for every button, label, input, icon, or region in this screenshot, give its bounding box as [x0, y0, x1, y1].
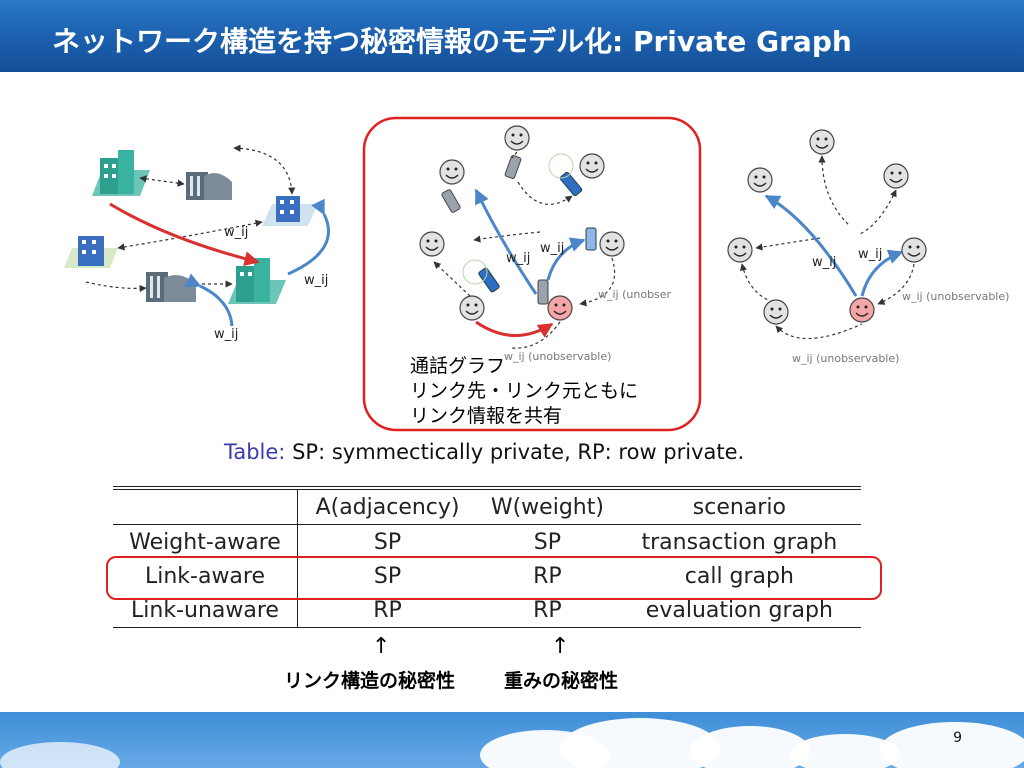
footer-sky: [0, 712, 1024, 768]
right-figure: w_ij w_ij w_ij (unobservable) w_ij (unob…: [727, 129, 1009, 365]
edge-weight-label: w_ij: [224, 225, 248, 240]
title-bar: ネットワーク構造を持つ秘密情報のモデル化: Private Graph: [0, 0, 1024, 72]
smiley-icon: [763, 299, 789, 325]
link-structure-privacy-label: リンク構造の秘密性: [284, 670, 456, 692]
phone-icon: [478, 267, 500, 293]
table-row: Link-unaware RP RP evaluation graph: [113, 593, 861, 628]
unobservable-label: w_ij (unobservable): [792, 352, 899, 365]
smiley-icon: [439, 159, 465, 185]
smiley-icon: [849, 297, 875, 323]
slide-title: ネットワーク構造を持つ秘密情報のモデル化: Private Graph: [52, 25, 852, 58]
smiley-icon: [883, 163, 909, 189]
unobservable-label: w_ij (unobser: [598, 288, 672, 301]
table-cell: RP: [533, 597, 562, 623]
smiley-icon: [419, 231, 445, 257]
page-number: 9: [953, 730, 962, 746]
table-header-row: A(adjacency) W(weight) scenario: [113, 488, 861, 525]
smiley-icon: [599, 231, 625, 257]
table-cell: RP: [533, 563, 562, 589]
phone-icon: [585, 227, 597, 251]
building-icon: [64, 236, 118, 268]
edge-weight-label: w_ij: [214, 327, 238, 342]
middle-figure: w_ij w_ij w_ij (unobser w_ij (unobservab…: [362, 116, 702, 432]
smiley-icon: [504, 125, 530, 151]
callout-line: リンク情報を共有: [410, 405, 563, 427]
up-arrow-icon: ↑: [372, 634, 391, 659]
table-cell: RP: [373, 597, 402, 623]
up-arrow-icon: ↑: [551, 634, 570, 659]
edge-weight-label: w_ij: [540, 241, 564, 256]
edge-weight-label: w_ij: [812, 255, 836, 270]
smiley-icon: [901, 237, 927, 263]
phone-icon: [504, 155, 522, 179]
building-icon: [92, 150, 150, 196]
table-cell: SP: [373, 563, 402, 589]
table-cell: transaction graph: [641, 529, 838, 555]
header-cell: scenario: [692, 494, 786, 520]
edge-weight-label: w_ij: [304, 273, 328, 288]
smiley-icon: [747, 167, 773, 193]
edge-weight-label: w_ij: [858, 247, 882, 262]
caption-text: SP: symmectically private, RP: row priva…: [292, 440, 745, 464]
smiley-icon: [727, 237, 753, 263]
smiley-icon: [547, 295, 573, 321]
table-cell: evaluation graph: [645, 597, 833, 623]
table-row: Weight-aware SP SP transaction graph: [113, 524, 861, 559]
callout-line: リンク先・リンク元ともに: [410, 380, 639, 402]
table-row: Link-aware SP RP call graph: [113, 559, 861, 593]
phone-icon: [441, 189, 461, 213]
caption-label: Table:: [224, 440, 286, 464]
header-cell: A(adjacency): [315, 494, 460, 520]
building-icon: [228, 258, 286, 304]
callout-line: 通話グラフ: [410, 355, 506, 377]
building-icon: [186, 172, 232, 200]
weight-privacy-label: 重みの秘密性: [504, 670, 619, 692]
left-figure: w_ij w_ij w_ij: [64, 144, 330, 342]
header-cell: W(weight): [490, 494, 604, 520]
row-label: Weight-aware: [113, 524, 298, 559]
header-cell: [113, 488, 298, 525]
link-aware-highlight: [106, 556, 882, 600]
edge-weight-label: w_ij: [506, 251, 530, 266]
smiley-icon: [459, 295, 485, 321]
privacy-table: A(adjacency) W(weight) scenario Weight-a…: [113, 486, 861, 628]
smiley-icon: [579, 153, 605, 179]
phone-icon: [537, 279, 549, 305]
table-cell: SP: [533, 529, 562, 555]
building-icon: [146, 272, 196, 302]
smiley-icon: [809, 129, 835, 155]
table-caption: Table: SP: symmectically private, RP: ro…: [224, 440, 744, 464]
phone-icon: [559, 171, 583, 197]
table-cell: call graph: [684, 563, 794, 589]
call-graph-callout: 通話グラフ リンク先・リンク元ともに リンク情報を共有: [410, 354, 638, 429]
row-label: Link-aware: [113, 559, 298, 593]
unobservable-label: w_ij (unobservable): [504, 350, 611, 363]
call-graph-highlight: [362, 116, 702, 432]
building-icon: [262, 196, 318, 226]
unobservable-label: w_ij (unobservable): [902, 290, 1009, 303]
table-cell: SP: [373, 529, 402, 555]
